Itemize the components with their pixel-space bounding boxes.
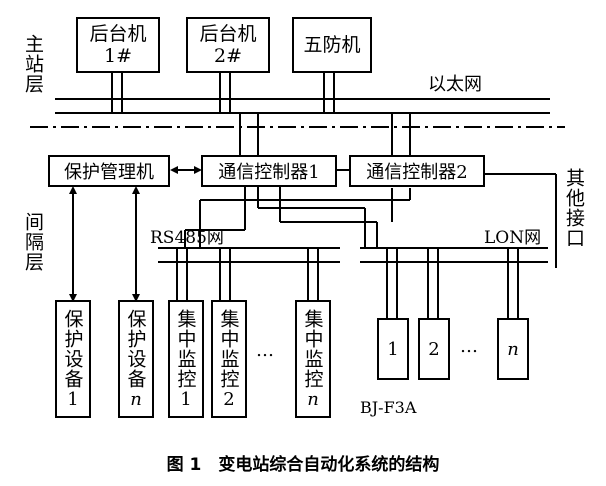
lon-ellipsis: … (460, 336, 478, 357)
backend-computer-1-number: 1# (103, 45, 132, 67)
protection-device-1-index: 1 (67, 388, 79, 410)
lon-device-2: 2 (418, 318, 450, 380)
figure-caption: 图 1 变电站综合自动化系统的结构 (166, 455, 440, 475)
lon-label: LON网 (484, 228, 542, 248)
bay-layer-label: 间隔层 (22, 212, 44, 272)
monitor-ellipsis: … (256, 340, 274, 361)
station-layer-label: 主站层 (22, 34, 44, 94)
five-prevention-computer: 五防机 (292, 17, 372, 73)
monitor-unit-n-name: 集中监控 (301, 308, 324, 389)
model-label: BJ-F3A (360, 398, 417, 417)
rs485-label: RS485网 (150, 228, 224, 248)
monitor-unit-1-index: 1 (180, 388, 192, 410)
protection-device-1: 保护设备 1 (55, 300, 91, 418)
protection-manager-box: 保护管理机 (48, 155, 170, 187)
comm-controller-2-box: 通信控制器2 (349, 155, 485, 187)
lon-device-n: n (497, 318, 529, 380)
monitor-unit-2-index: 2 (223, 388, 235, 410)
lon-device-1: 1 (377, 318, 409, 380)
five-prevention-computer-name: 五防机 (303, 34, 361, 56)
monitor-unit-1-name: 集中监控 (174, 308, 197, 389)
monitor-unit-n: 集中监控 n (295, 300, 331, 418)
protection-device-n: 保护设备 n (118, 300, 154, 418)
protection-device-n-name: 保护设备 (124, 308, 147, 389)
monitor-unit-n-index: n (307, 388, 319, 410)
other-interface-label: 其他接口 (563, 168, 585, 248)
backend-computer-1-name: 后台机 (89, 23, 147, 45)
protection-device-1-name: 保护设备 (61, 308, 84, 389)
monitor-unit-2: 集中监控 2 (211, 300, 247, 418)
backend-computer-2-number: 2# (213, 45, 242, 67)
monitor-unit-1: 集中监控 1 (168, 300, 204, 418)
monitor-unit-2-name: 集中监控 (217, 308, 240, 389)
comm-controller-1-box: 通信控制器1 (201, 155, 337, 187)
ethernet-label: 以太网 (428, 74, 482, 95)
protection-device-n-index: n (130, 388, 142, 410)
backend-computer-2-name: 后台机 (199, 23, 257, 45)
